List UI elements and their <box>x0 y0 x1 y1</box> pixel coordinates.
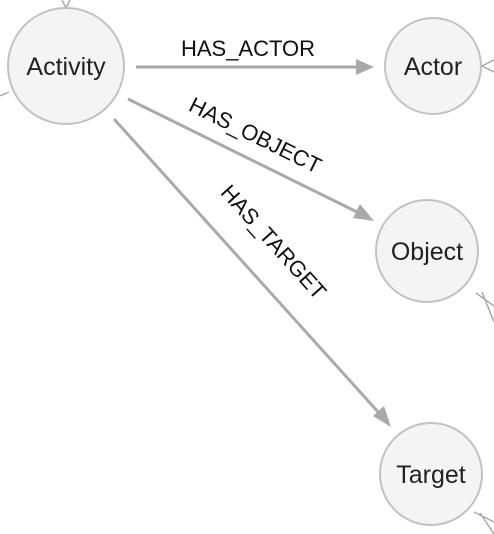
incoming-edge-stub-target <box>473 511 494 534</box>
edge-has-target-line <box>112 117 381 415</box>
node-actor-label: Actor <box>404 53 462 81</box>
incoming-edge-stub-object <box>475 291 494 323</box>
node-actor[interactable]: Actor <box>384 17 482 115</box>
edge-has-actor[interactable]: HAS_ACTOR <box>136 36 374 75</box>
node-activity[interactable]: Activity <box>7 7 125 125</box>
edge-has-actor-arrowhead <box>356 59 374 75</box>
edge-has-target-label: HAS_TARGET <box>216 180 332 305</box>
incoming-edge-stub-actor <box>480 59 494 73</box>
node-target-label: Target <box>396 461 466 489</box>
node-activity-circle <box>7 7 125 125</box>
edge-has-object-line <box>127 97 358 214</box>
edge-has-target-arrowhead <box>373 406 391 427</box>
edge-has-target[interactable]: HAS_TARGET <box>112 117 391 427</box>
incoming-edge-stub-left <box>0 91 10 97</box>
incoming-edge-stub-top <box>61 0 71 10</box>
node-actor-circle <box>384 17 482 115</box>
node-target[interactable]: Target <box>379 422 483 526</box>
node-activity-label: Activity <box>26 53 106 81</box>
node-target-circle <box>379 422 483 526</box>
node-object[interactable]: Object <box>375 199 479 303</box>
edge-has-actor-label: HAS_ACTOR <box>181 36 315 61</box>
edge-has-object-arrowhead <box>353 204 374 221</box>
edge-has-object-label: HAS_OBJECT <box>185 92 325 178</box>
node-object-circle <box>375 199 479 303</box>
node-object-label: Object <box>391 238 463 266</box>
